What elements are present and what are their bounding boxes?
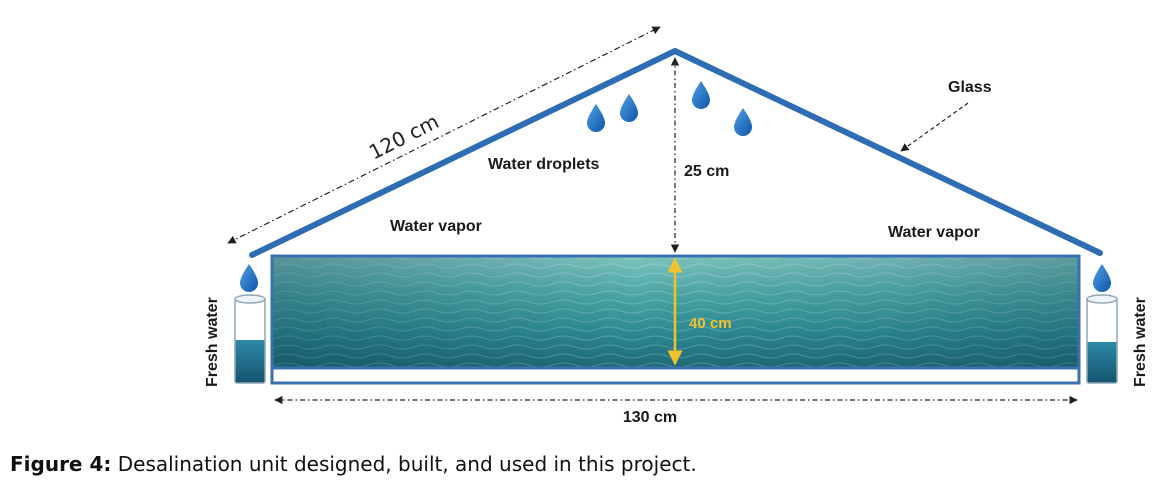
water-vapor-left-label: Water vapor [390, 218, 482, 235]
roof-right-pane [672, 48, 1103, 256]
droplet-icon [620, 94, 638, 122]
glass-label: Glass [948, 79, 992, 96]
droplet-icon [587, 104, 605, 132]
fresh-water-jar-right: Fresh water [1086, 264, 1149, 387]
caption-number: Figure 4: [10, 452, 112, 476]
droplet-icon [734, 108, 752, 136]
water-vapor-right-label: Water vapor [888, 224, 980, 241]
condensation-droplets [587, 81, 752, 136]
water-droplets-label: Water droplets [488, 156, 600, 173]
fresh-water-left-label: Fresh water [204, 297, 221, 387]
jar-rim-left [234, 294, 266, 304]
droplet-icon [1093, 264, 1111, 292]
jar-water-right [1087, 342, 1117, 383]
depth-label: 40 cm [689, 315, 732, 332]
caption-text: Desalination unit designed, built, and u… [111, 452, 697, 476]
slant-dimension-line [227, 26, 661, 244]
jar-water-left [235, 340, 265, 383]
height-label: 25 cm [684, 163, 729, 180]
droplet-icon [240, 264, 258, 292]
fresh-water-jar-left: Fresh water [204, 264, 266, 387]
slant-length-label: 120 cm [365, 109, 443, 164]
jar-rim-right [1086, 294, 1118, 304]
fresh-water-right-label: Fresh water [1132, 297, 1149, 387]
glass-pointer-line [900, 102, 969, 152]
figure-caption: Figure 4: Desalination unit designed, bu… [10, 452, 697, 476]
width-label: 130 cm [623, 409, 677, 426]
droplet-icon [692, 81, 710, 109]
basin-frame [270, 254, 1081, 385]
